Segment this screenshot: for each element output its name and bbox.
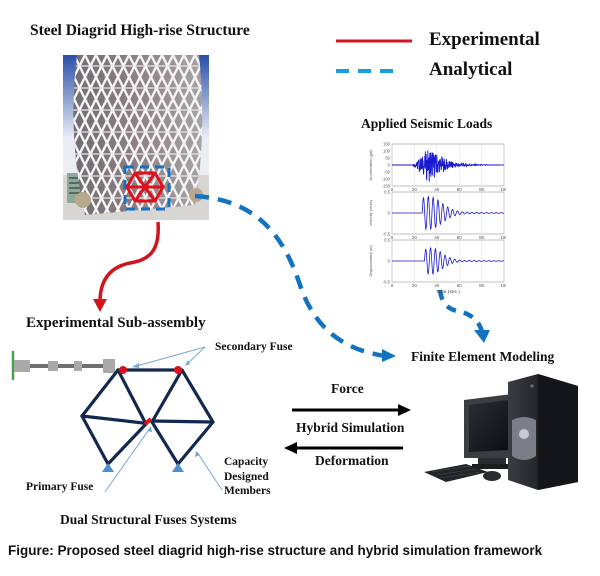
- computer-icon: [424, 374, 578, 490]
- deformation-arrow: [284, 442, 403, 454]
- signal-trace: [392, 247, 505, 276]
- mouse-icon: [483, 471, 501, 481]
- y-axis-label: Acceleration (gal): [368, 149, 373, 181]
- seismic-plots: 0 20 40 60 80 100 150 100 50 0 -50 -100 -150 Accelera…: [368, 142, 506, 296]
- y-axis-label: Velocity (cm/s): [368, 199, 373, 226]
- capacity-label-line3: Members: [224, 485, 271, 497]
- monitor-icon: [464, 394, 514, 469]
- x-tick-label: 20: [412, 235, 418, 240]
- primary-fuse-label: Primary Fuse: [26, 481, 94, 493]
- x-tick-label: 100: [500, 187, 506, 192]
- y-tick-label: 0: [388, 211, 391, 216]
- support-right-icon: [172, 463, 184, 472]
- y-tick-label: 150: [383, 142, 391, 147]
- x-tick-label: 0: [391, 283, 394, 288]
- seismic-arrowhead-icon: [474, 330, 490, 343]
- actuator-icon: [11, 351, 115, 380]
- support-left-icon: [102, 463, 114, 472]
- figure-caption: Figure: Proposed steel diagrid high-rise…: [8, 543, 543, 558]
- legend-analytical-label: Analytical: [429, 59, 513, 80]
- y-tick-label: -50: [384, 170, 391, 175]
- y-tick-label: 0.5: [384, 190, 390, 195]
- deformation-label: Deformation: [315, 453, 389, 468]
- analytical-arrowhead-icon: [382, 349, 396, 362]
- x-tick-label: 100: [500, 235, 506, 240]
- experimental-arrowhead-icon: [93, 299, 107, 312]
- y-tick-label: 0: [388, 163, 391, 168]
- force-arrow: [292, 404, 411, 416]
- leader-arrowheads: [132, 360, 200, 457]
- x-tick-label: 80: [479, 235, 485, 240]
- hybrid-simulation-label: Hybrid Simulation: [296, 420, 405, 435]
- fuse-system-title: Dual Structural Fuses Systems: [60, 512, 237, 527]
- force-label: Force: [331, 381, 364, 396]
- analytical-flow-arrow: [194, 193, 386, 359]
- secondary-fuse-right: [174, 366, 182, 374]
- signal-trace: [392, 150, 505, 182]
- x-tick-label: 100: [500, 283, 506, 288]
- x-tick-label: 20: [412, 187, 418, 192]
- annotation-leaders: [104, 346, 223, 493]
- y-tick-label: -0.5: [383, 232, 391, 237]
- primary-fuse: [143, 417, 153, 426]
- capacity-designed-members: [80, 368, 215, 466]
- y-tick-label: 100: [383, 149, 391, 154]
- fuse-frame-diagram: [11, 346, 223, 493]
- keyboard-icon: [424, 464, 488, 482]
- x-tick-label: 0: [391, 187, 394, 192]
- tower-pc-icon: [508, 374, 578, 490]
- y-tick-label: -100: [382, 177, 391, 182]
- y-tick-label: 0.5: [384, 238, 390, 243]
- capacity-label-line1: Capacity: [224, 456, 269, 468]
- seismic-to-fem-arrow: [437, 289, 485, 333]
- x-tick-label: 60: [457, 235, 463, 240]
- seismic-title: Applied Seismic Loads: [361, 116, 493, 131]
- x-tick-label: 0: [391, 235, 394, 240]
- experimental-flow-arrow: [98, 221, 160, 303]
- x-tick-label: 80: [479, 283, 485, 288]
- signal-trace: [392, 195, 505, 231]
- legend-experimental-label: Experimental: [429, 29, 540, 50]
- y-tick-label: 0: [388, 259, 391, 264]
- subassembly-title: Experimental Sub-assembly: [26, 315, 206, 331]
- building-photo: [63, 55, 209, 220]
- x-tick-label: 40: [434, 235, 440, 240]
- y-tick-label: -150: [382, 184, 391, 189]
- capacity-designed-members-label: Capacity Designed Members: [224, 455, 271, 499]
- y-axis-label: Displacement (m): [368, 245, 373, 277]
- y-tick-label: -0.5: [383, 280, 391, 285]
- secondary-fuse-label: Secondary Fuse: [215, 341, 293, 353]
- x-tick-label: 40: [434, 187, 440, 192]
- x-tick-label: 80: [479, 187, 485, 192]
- building-title: Steel Diagrid High-rise Structure: [30, 22, 250, 39]
- force-arrowhead-icon: [398, 404, 411, 416]
- legend-swatches: [336, 39, 412, 73]
- x-tick-label: 60: [457, 187, 463, 192]
- y-tick-label: 50: [385, 156, 390, 161]
- x-tick-label: 40: [434, 283, 440, 288]
- experimental-hexagon-icon: [125, 171, 165, 203]
- shrub-icon: [75, 192, 91, 208]
- analytical-selection-box: [123, 165, 171, 211]
- x-axis-label: Time (sec.): [436, 289, 460, 295]
- capacity-label-line2: Designed: [224, 470, 269, 483]
- fem-title: Finite Element Modeling: [411, 349, 555, 364]
- secondary-fuse-left: [119, 366, 127, 374]
- x-tick-label: 60: [457, 283, 463, 288]
- x-tick-label: 20: [412, 283, 418, 288]
- deformation-arrowhead-icon: [284, 442, 297, 454]
